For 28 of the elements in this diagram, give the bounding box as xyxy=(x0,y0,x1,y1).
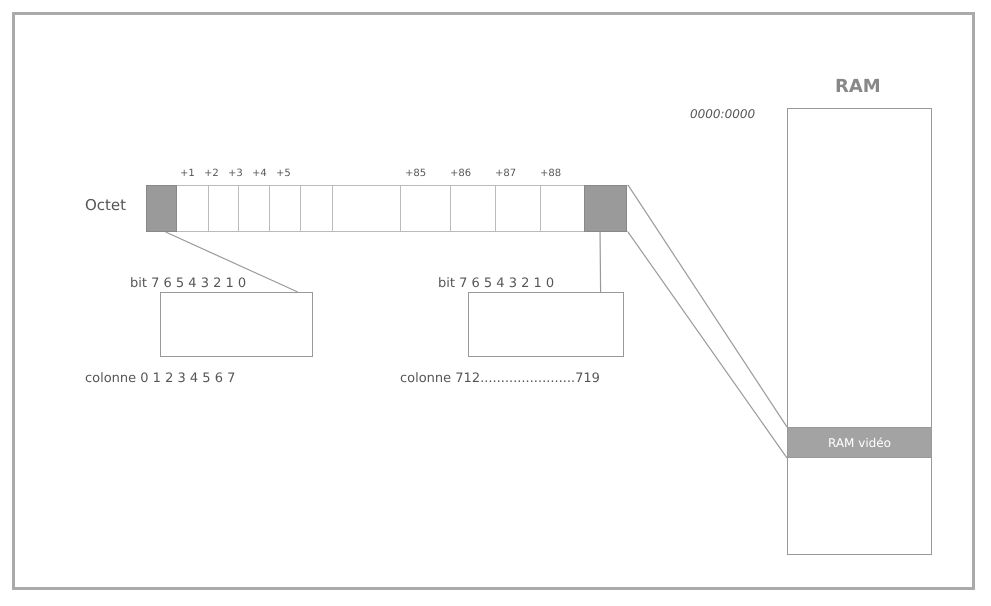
byte-cell xyxy=(584,185,627,232)
byte-offset: +4 xyxy=(252,168,267,179)
column-numbers: colonne 712.......................719 xyxy=(400,371,600,386)
byte-offset: +86 xyxy=(450,168,472,179)
ram-block xyxy=(787,108,932,555)
connector-line xyxy=(599,232,602,292)
byte-strip xyxy=(147,185,628,232)
connector-line xyxy=(165,231,298,293)
byte-offset: +5 xyxy=(276,168,291,179)
bit-grid-box xyxy=(160,292,313,357)
row-label: Octet xyxy=(85,196,126,214)
start-address: 0000:0000 xyxy=(690,107,756,121)
connector-line xyxy=(628,184,788,428)
bit-grid-box xyxy=(468,292,624,357)
bit-numbers: bit 7 6 5 4 3 2 1 0 xyxy=(438,276,554,291)
byte-offset: +3 xyxy=(228,168,243,179)
band-label: RAM vidéo xyxy=(828,436,891,450)
connector-line xyxy=(628,232,788,458)
bit-numbers: bit 7 6 5 4 3 2 1 0 xyxy=(130,276,246,291)
byte-cell xyxy=(146,185,177,232)
column-numbers: colonne 0 1 2 3 4 5 6 7 xyxy=(85,371,236,386)
byte-offset: +88 xyxy=(540,168,562,179)
block-title: RAM xyxy=(835,76,881,97)
byte-offset: +87 xyxy=(495,168,516,179)
byte-offset: +2 xyxy=(204,168,219,179)
video-ram-band xyxy=(787,427,932,458)
byte-offset: +85 xyxy=(405,168,426,179)
byte-offset: +1 xyxy=(180,168,195,179)
